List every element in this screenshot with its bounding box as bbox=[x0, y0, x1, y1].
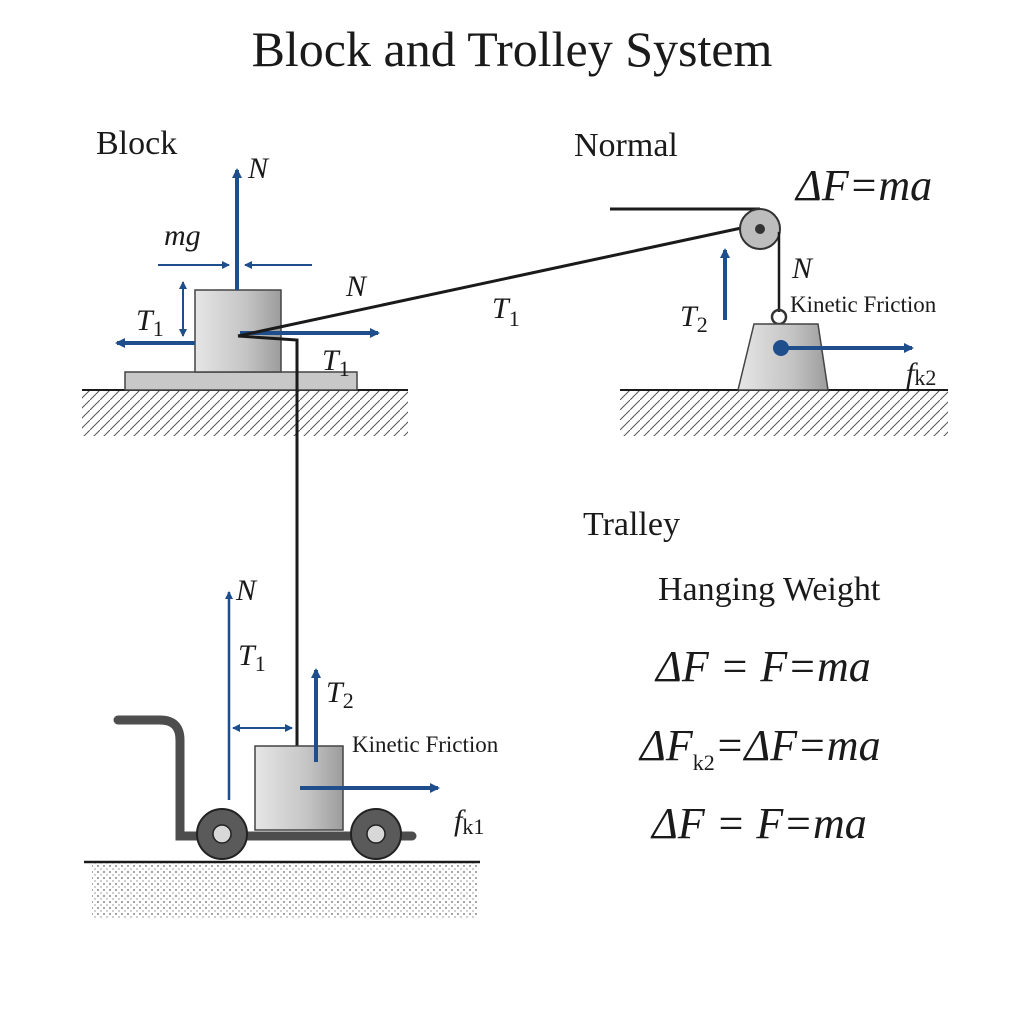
top-equation: ΔF=ma bbox=[794, 161, 932, 210]
equation-1: ΔF = F=ma bbox=[654, 642, 871, 691]
trolley-wheel-left-hub bbox=[212, 824, 232, 844]
trolley-handle bbox=[113, 715, 417, 841]
block-t1-right-symbol: T1 bbox=[322, 344, 350, 381]
string-to-pulley bbox=[237, 222, 761, 338]
equation-3: ΔF = F=ma bbox=[650, 799, 867, 848]
left-ground bbox=[82, 389, 408, 436]
hook-ring bbox=[770, 308, 788, 326]
right-ground bbox=[620, 389, 948, 436]
mg-symbol: mg bbox=[164, 219, 201, 252]
pulley-axle bbox=[755, 224, 765, 234]
kinetic-friction-label-top: Kinetic Friction bbox=[790, 292, 937, 317]
hanging-weight bbox=[737, 323, 829, 391]
weight-normal-symbol: N bbox=[791, 252, 814, 285]
trolley-t2-symbol: T2 bbox=[326, 676, 354, 713]
trolley-t1-symbol: T1 bbox=[238, 639, 266, 676]
normal-label: Normal bbox=[574, 127, 678, 164]
block-t1-left-symbol: T1 bbox=[136, 304, 164, 341]
tralley-label: Tralley bbox=[583, 506, 680, 543]
string-to-trolley bbox=[237, 334, 299, 746]
trolley-fk1-symbol: fk1 bbox=[454, 804, 484, 839]
trolley-ground bbox=[84, 860, 480, 918]
trolley-wheel-right-hub bbox=[366, 824, 386, 844]
weight-fk2-symbol: fk2 bbox=[906, 357, 936, 390]
block-normal-symbol: N bbox=[247, 152, 270, 185]
block-label: Block bbox=[96, 125, 177, 162]
kinetic-friction-label-bottom: Kinetic Friction bbox=[352, 732, 499, 757]
string-normal-symbol: N bbox=[345, 270, 368, 303]
hanging-weight-label: Hanging Weight bbox=[658, 571, 881, 608]
diagram-title: Block and Trolley System bbox=[252, 21, 773, 77]
weight-t2-symbol: T2 bbox=[680, 300, 708, 337]
string-t1-symbol: T1 bbox=[492, 292, 520, 331]
equation-2: ΔFk2=ΔF=ma bbox=[638, 721, 881, 775]
trolley-normal-symbol: N bbox=[235, 574, 258, 607]
